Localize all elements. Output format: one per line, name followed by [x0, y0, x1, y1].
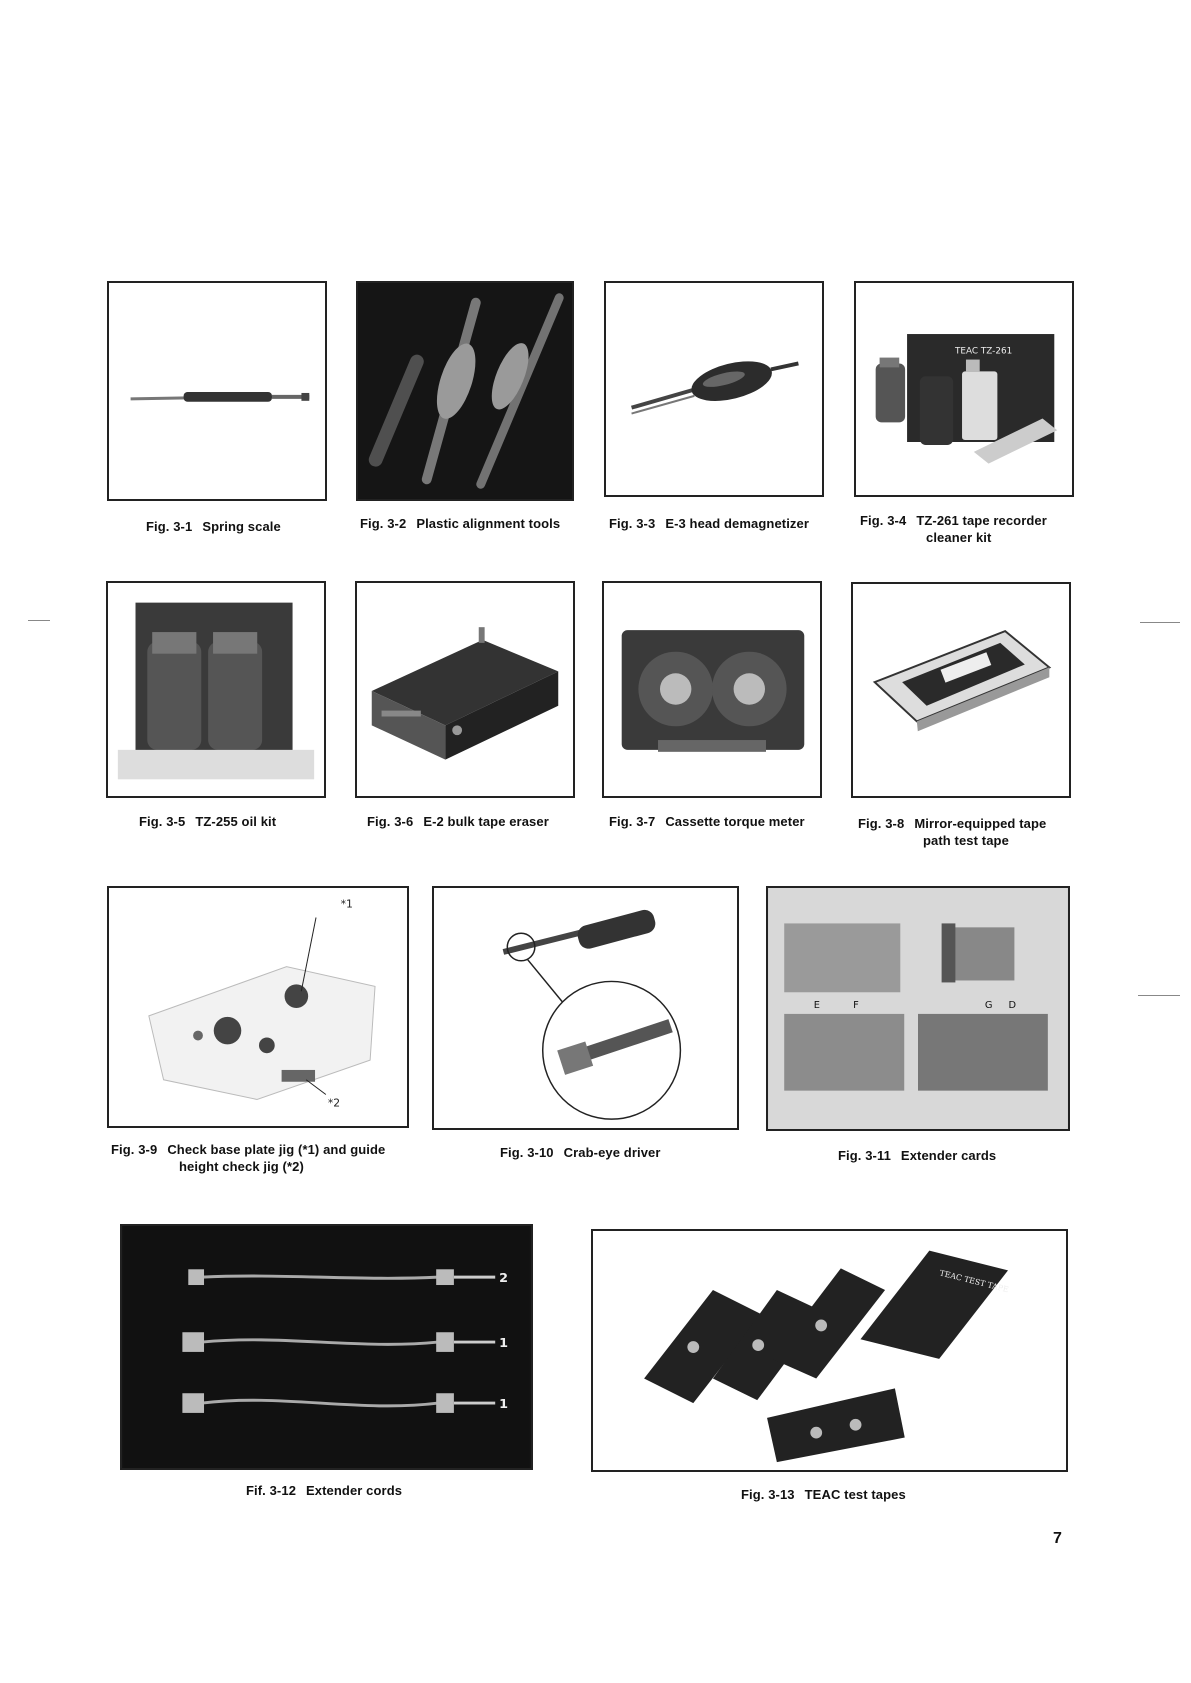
fig-3-13-title: TEAC test tapes [804, 1487, 906, 1502]
fig-3-3-title: E-3 head demagnetizer [665, 516, 810, 531]
fig-3-11-number: Fig. 3-11 [838, 1148, 891, 1163]
fig-3-5-photo [106, 581, 326, 798]
fig-3-7-title: Cassette torque meter [665, 814, 805, 829]
fig-3-9-number: Fig. 3-9 [111, 1142, 158, 1157]
fig-3-9-title-line2: height check jig (*2) [179, 1159, 304, 1174]
fig-3-13-number: Fig. 3-13 [741, 1487, 795, 1502]
fig-3-11-callout-e: E [814, 1000, 820, 1011]
fig-3-4-title: TZ-261 tape recorder [916, 513, 1047, 528]
fig-3-5-number: Fig. 3-5 [139, 814, 186, 829]
fig-3-4-box-label: TEAC TZ-261 [954, 347, 1012, 357]
fig-3-12-photo: 2 1 1 [120, 1224, 533, 1470]
fig-3-1-photo [107, 281, 327, 501]
fig-3-12-callout-1b: 1 [499, 1397, 508, 1412]
fig-3-12-callout-2: 2 [499, 1271, 508, 1286]
fig-3-11-callout-d: D [1008, 1000, 1016, 1011]
fig-3-11-caption: Fig. 3-11 Extender cards [838, 1147, 996, 1164]
fig-3-12-caption: Fif. 3-12 Extender cords [246, 1482, 402, 1499]
scan-mark-right-2 [1138, 995, 1180, 996]
fig-3-10-photo [432, 886, 739, 1130]
fig-3-8-photo [851, 582, 1071, 798]
fig-3-3-photo [604, 281, 824, 497]
fig-3-2-title: Plastic alignment tools [416, 516, 561, 531]
fig-3-9-title: Check base plate jig (*1) and guide [167, 1142, 386, 1157]
fig-3-11-title: Extender cards [900, 1148, 997, 1163]
fig-3-9-callout-1: *1 [341, 898, 353, 911]
fig-3-6-number: Fig. 3-6 [367, 814, 414, 829]
page-number: 7 [1053, 1530, 1062, 1547]
fig-3-6-photo [355, 581, 575, 798]
fig-3-4-photo: TEAC TZ-261 [854, 281, 1074, 497]
fig-3-9-photo: *1 *2 [107, 886, 409, 1128]
fig-3-8-caption: Fig. 3-8 Mirror-equipped tape path test t… [858, 815, 1046, 849]
fig-3-2-number: Fig. 3-2 [360, 516, 407, 531]
fig-3-10-number: Fig. 3-10 [500, 1145, 554, 1160]
fig-3-3-caption: Fig. 3-3 E-3 head demagnetizer [609, 515, 809, 532]
fig-3-7-caption: Fig. 3-7 Cassette torque meter [609, 813, 805, 830]
fig-3-8-title: Mirror-equipped tape [914, 816, 1047, 831]
fig-3-9-caption: Fig. 3-9 Check base plate jig (*1) and gu… [111, 1141, 385, 1175]
fig-3-5-title: TZ-255 oil kit [195, 814, 277, 829]
fig-3-8-number: Fig. 3-8 [858, 816, 905, 831]
fig-3-7-number: Fig. 3-7 [609, 814, 656, 829]
fig-3-8-title-line2: path test tape [923, 833, 1009, 848]
fig-3-1-caption: Fig. 3-1 Spring scale [146, 518, 281, 535]
fig-3-11-photo: E F G D [766, 886, 1070, 1131]
fig-3-2-photo [356, 281, 574, 501]
fig-3-10-caption: Fig. 3-10 Crab-eye driver [500, 1144, 661, 1161]
fig-3-7-photo [602, 581, 822, 798]
fig-3-9-callout-2: *2 [328, 1096, 340, 1109]
scan-mark-left [28, 620, 50, 621]
fig-3-13-photo: TEAC TEST TAPE [591, 1229, 1068, 1472]
fig-3-5-caption: Fig. 3-5 TZ-255 oil kit [139, 813, 276, 830]
fig-3-6-title: E-2 bulk tape eraser [423, 814, 549, 829]
fig-3-12-callout-1a: 1 [499, 1336, 508, 1351]
fig-3-10-title: Crab-eye driver [563, 1145, 661, 1160]
scan-mark-right-1 [1140, 622, 1180, 623]
fig-3-11-callout-f: F [853, 1000, 859, 1011]
fig-3-13-caption: Fig. 3-13 TEAC test tapes [741, 1486, 906, 1503]
fig-3-4-title-line2: cleaner kit [926, 530, 992, 545]
fig-3-6-caption: Fig. 3-6 E-2 bulk tape eraser [367, 813, 549, 830]
fig-3-3-number: Fig. 3-3 [609, 516, 656, 531]
fig-3-11-callout-g: G [985, 1000, 993, 1011]
fig-3-12-title: Extender cords [306, 1483, 403, 1498]
fig-3-4-number: Fig. 3-4 [860, 513, 907, 528]
fig-3-2-caption: Fig. 3-2 Plastic alignment tools [360, 515, 560, 532]
fig-3-4-caption: Fig. 3-4 TZ-261 tape recorder cleaner kit [860, 512, 1047, 546]
fig-3-1-title: Spring scale [202, 519, 281, 534]
fig-3-1-number: Fig. 3-1 [146, 519, 193, 534]
fig-3-12-number: Fif. 3-12 [246, 1483, 297, 1498]
